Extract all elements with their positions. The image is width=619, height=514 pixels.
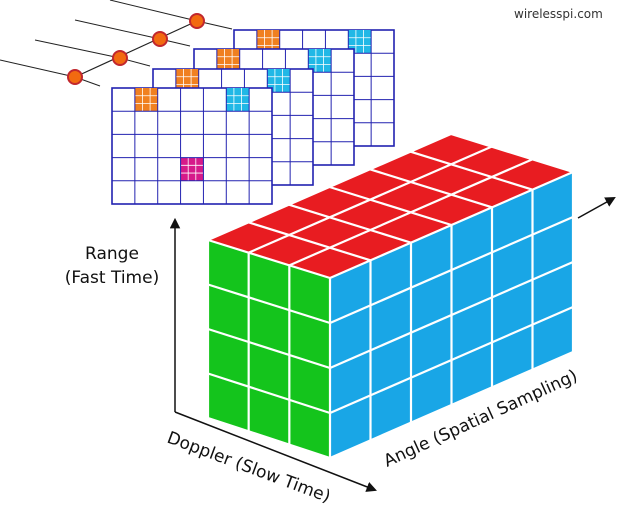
highlighted-cell (256, 30, 280, 54)
axes (169, 196, 616, 492)
frame-stack (111, 29, 395, 205)
highlighted-cell (175, 69, 199, 93)
antenna-array (0, 0, 233, 87)
doppler-axis (174, 411, 377, 492)
antenna-element-icon (152, 31, 168, 47)
highlighted-cell (267, 69, 291, 93)
antenna-element-icon (112, 50, 128, 66)
highlighted-cell (216, 49, 240, 73)
highlighted-cell (308, 49, 332, 73)
highlighted-cell (180, 157, 204, 181)
angle-axis (577, 196, 616, 219)
antenna-element-icon (189, 13, 205, 29)
antenna-element-icon (67, 69, 83, 85)
range-axis-label-line1: Range (85, 244, 139, 264)
highlighted-cell (348, 30, 372, 54)
watermark: wirelesspi.com (514, 7, 603, 21)
data-cube (206, 132, 575, 460)
range-doppler-frame (111, 87, 273, 205)
highlighted-cell (226, 88, 250, 112)
highlighted-cell (134, 88, 158, 112)
range-axis-label-line2: (Fast Time) (65, 268, 159, 288)
